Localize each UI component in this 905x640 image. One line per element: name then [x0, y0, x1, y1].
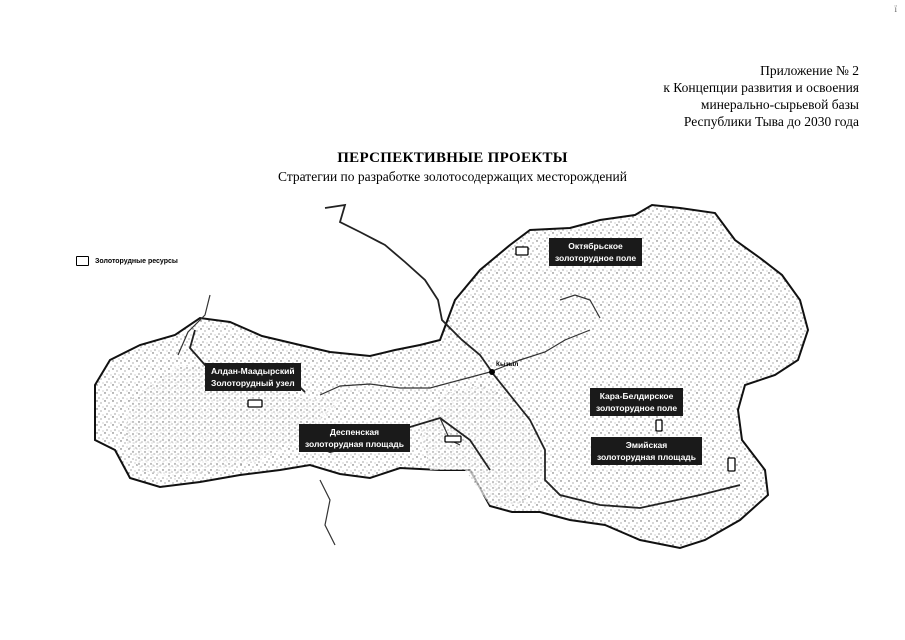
city-label-kyzyl: Кызыл: [496, 361, 519, 368]
appendix-header: Приложение № 2 к Концепции развития и ос…: [663, 62, 859, 130]
appendix-line: Республики Тыва до 2030 года: [683, 114, 859, 129]
deposit-label-despen: Деспенская золоторудная площадь: [299, 424, 410, 452]
legend-label: Золоторудные ресурсы: [95, 257, 178, 265]
legend-swatch: [76, 256, 89, 266]
page-title: ПЕРСПЕКТИВНЫЕ ПРОЕКТЫ Стратегии по разра…: [0, 150, 905, 185]
deposit-label-oktyabrskoe: Октябрьское золоторудное поле: [549, 238, 643, 266]
river: [319, 371, 491, 396]
subtitle: Стратегии по разработке золотосодержащих…: [278, 169, 627, 184]
deposit-name: Деспенская: [329, 427, 380, 437]
deposit-markers: [247, 246, 736, 472]
appendix-line: Приложение № 2: [760, 63, 859, 78]
deposit-type: золоторудное поле: [555, 253, 637, 263]
appendix-line: минерально-сырьевой базы: [700, 97, 859, 112]
corner-mark: ї: [894, 4, 897, 14]
river: [489, 329, 591, 373]
deposit-type: золоторудная площадь: [597, 452, 696, 462]
deposit-name: Октябрьское: [568, 241, 623, 251]
deposit-name: Эмийская: [625, 440, 668, 450]
deposit-label-aldan-maadyr: Алдан-Маадырский Золоторудный узел: [205, 363, 301, 391]
river: [319, 479, 336, 546]
deposit-type: золоторудная площадь: [305, 439, 404, 449]
river: [559, 294, 601, 319]
deposit-name: Алдан-Маадырский: [211, 366, 295, 376]
deposit-type: Золоторудный узел: [211, 378, 295, 388]
deposit-label-kara-beldir: Кара-Белдирское золоторудное поле: [590, 388, 684, 416]
deposit-marker-kara-beldir: [655, 419, 663, 432]
river: [177, 294, 211, 356]
south-zone: [420, 385, 545, 505]
deposit-marker-oktyabrskoe: [515, 246, 529, 256]
deposit-marker-emiy: [727, 457, 736, 472]
river-enisei: [324, 203, 493, 373]
deposit-marker-despen: [444, 435, 462, 443]
map-legend: Золоторудные ресурсы: [76, 256, 178, 266]
deposit-type: золоторудное поле: [596, 403, 678, 413]
east-boundary: [489, 369, 741, 509]
west-lobe: [125, 365, 340, 478]
deposit-label-emiy: Эмийская золоторудная площадь: [591, 437, 702, 465]
deposit-marker-aldan: [247, 399, 263, 408]
appendix-line: к Концепции развития и освоения: [663, 80, 859, 95]
main-title: ПЕРСПЕКТИВНЫЕ ПРОЕКТЫ: [337, 150, 568, 166]
capital-marker: [489, 369, 495, 375]
deposit-name: Кара-Белдирское: [599, 391, 674, 401]
